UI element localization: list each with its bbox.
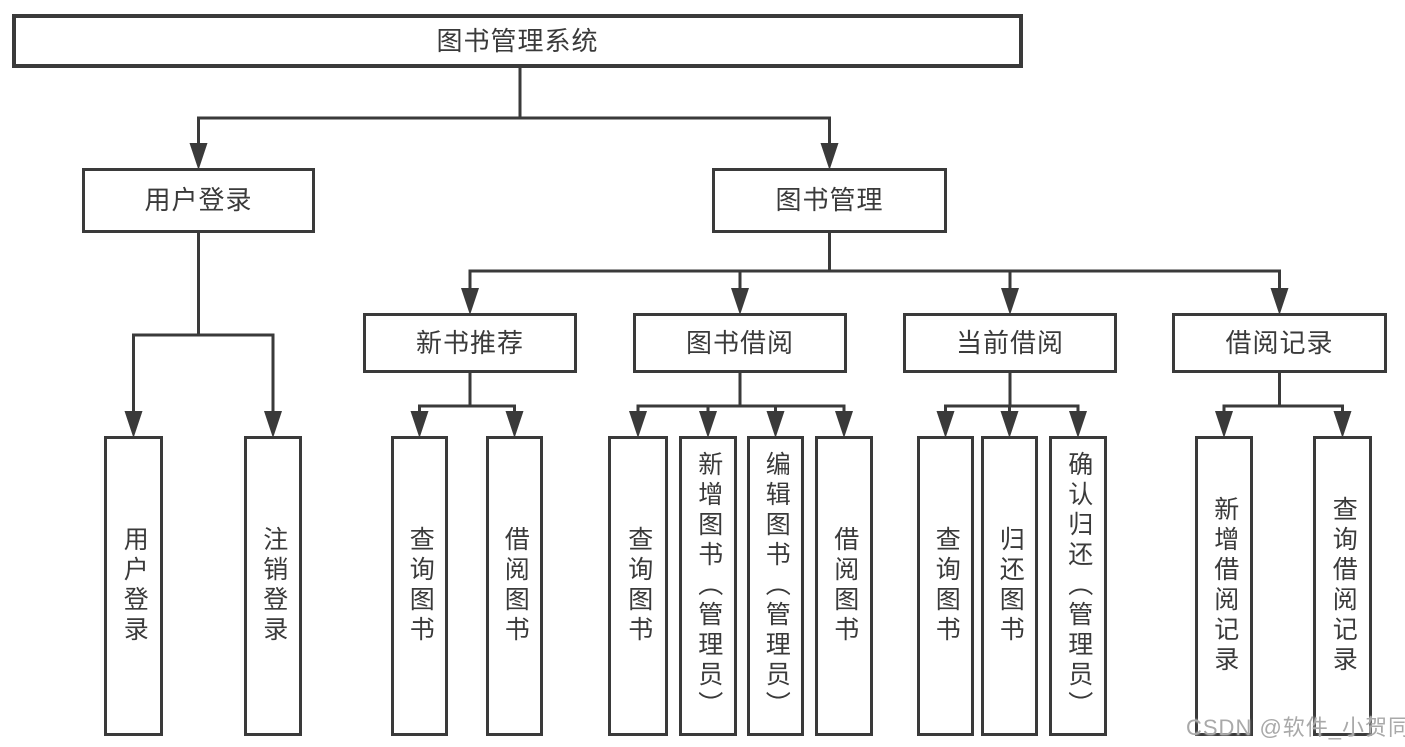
- arrowhead-nb-query: [410, 411, 429, 438]
- arrowhead-leaf-logout: [264, 411, 282, 438]
- node-label-nb-query: 查询图书: [406, 526, 435, 646]
- node-label-root: 图书管理系统: [436, 25, 599, 56]
- node-label-borrow-records: 借阅记录: [1225, 327, 1334, 358]
- node-book-mgmt: 图书管理: [712, 168, 947, 233]
- node-leaf-logout: 注销登录: [244, 436, 302, 736]
- node-br-query: 查询借阅记录: [1313, 436, 1372, 736]
- node-cb-return: 归还图书: [981, 436, 1038, 736]
- node-label-new-book-rec: 新书推荐: [415, 327, 524, 358]
- arrowhead-bb-query: [629, 411, 647, 438]
- node-label-bb-add: 新增图书（管理员）: [694, 451, 723, 721]
- watermark-text: CSDN @软件_小贺同学: [1186, 715, 1405, 740]
- arrowhead-br-add: [1215, 411, 1233, 438]
- node-label-nb-borrow: 借阅图书: [501, 526, 530, 646]
- connector-group-user-login: [124, 231, 282, 438]
- arrowhead-current-borrow: [1001, 288, 1019, 315]
- node-root: 图书管理系统: [12, 14, 1023, 68]
- node-label-leaf-logout: 注销登录: [259, 526, 288, 646]
- connector-group-book-mgmt: [461, 231, 1289, 315]
- node-current-borrow: 当前借阅: [903, 313, 1117, 373]
- node-book-borrow: 图书借阅: [633, 313, 847, 373]
- connector-group-new-book-rec: [410, 371, 524, 438]
- node-bb-borrow: 借阅图书: [815, 436, 873, 736]
- arrowhead-bb-borrow: [835, 411, 853, 438]
- connector-group-borrow-records: [1215, 371, 1352, 438]
- connector-group-book-borrow: [629, 371, 853, 438]
- node-cb-confirm: 确认归还（管理员）: [1049, 436, 1107, 736]
- arrowhead-new-book-rec: [461, 288, 479, 315]
- arrowhead-bb-edit: [766, 411, 785, 438]
- arrowhead-user-login: [189, 143, 208, 170]
- node-label-bb-borrow: 借阅图书: [830, 526, 859, 646]
- arrowhead-book-borrow: [731, 288, 749, 315]
- arrowhead-book-mgmt: [820, 143, 839, 170]
- arrowhead-cb-return: [1000, 411, 1019, 438]
- node-cb-query: 查询图书: [917, 436, 974, 736]
- arrowhead-cb-query: [936, 411, 955, 438]
- connector-group-root: [189, 66, 839, 170]
- node-label-bb-query: 查询图书: [624, 526, 653, 646]
- node-br-add: 新增借阅记录: [1195, 436, 1253, 736]
- arrowhead-bb-add: [699, 411, 717, 438]
- node-nb-borrow: 借阅图书: [486, 436, 543, 736]
- node-bb-query: 查询图书: [608, 436, 668, 736]
- arrowhead-nb-borrow: [505, 411, 524, 438]
- node-label-book-borrow: 图书借阅: [685, 327, 794, 358]
- node-label-br-add: 新增借阅记录: [1210, 496, 1239, 676]
- node-label-user-login: 用户登录: [144, 185, 253, 216]
- node-bb-edit: 编辑图书（管理员）: [747, 436, 804, 736]
- node-label-cb-return: 归还图书: [996, 526, 1025, 646]
- node-label-cb-confirm: 确认归还（管理员）: [1064, 451, 1093, 721]
- arrowhead-leaf-user-login: [124, 411, 143, 438]
- node-label-book-mgmt: 图书管理: [775, 185, 884, 216]
- arrowhead-br-query: [1333, 411, 1352, 438]
- connector-group-current-borrow: [936, 371, 1087, 438]
- node-bb-add: 新增图书（管理员）: [679, 436, 737, 736]
- arrowhead-cb-confirm: [1069, 411, 1087, 438]
- node-label-current-borrow: 当前借阅: [955, 327, 1064, 358]
- arrowhead-borrow-records: [1270, 288, 1289, 315]
- node-label-cb-query: 查询图书: [932, 526, 961, 646]
- node-leaf-user-login: 用户登录: [104, 436, 163, 736]
- node-label-leaf-user-login: 用户登录: [120, 526, 149, 646]
- node-label-br-query: 查询借阅记录: [1329, 496, 1358, 676]
- node-new-book-rec: 新书推荐: [363, 313, 577, 373]
- node-user-login: 用户登录: [82, 168, 315, 233]
- node-nb-query: 查询图书: [391, 436, 448, 736]
- node-label-bb-edit: 编辑图书（管理员）: [762, 451, 791, 721]
- node-borrow-records: 借阅记录: [1172, 313, 1387, 373]
